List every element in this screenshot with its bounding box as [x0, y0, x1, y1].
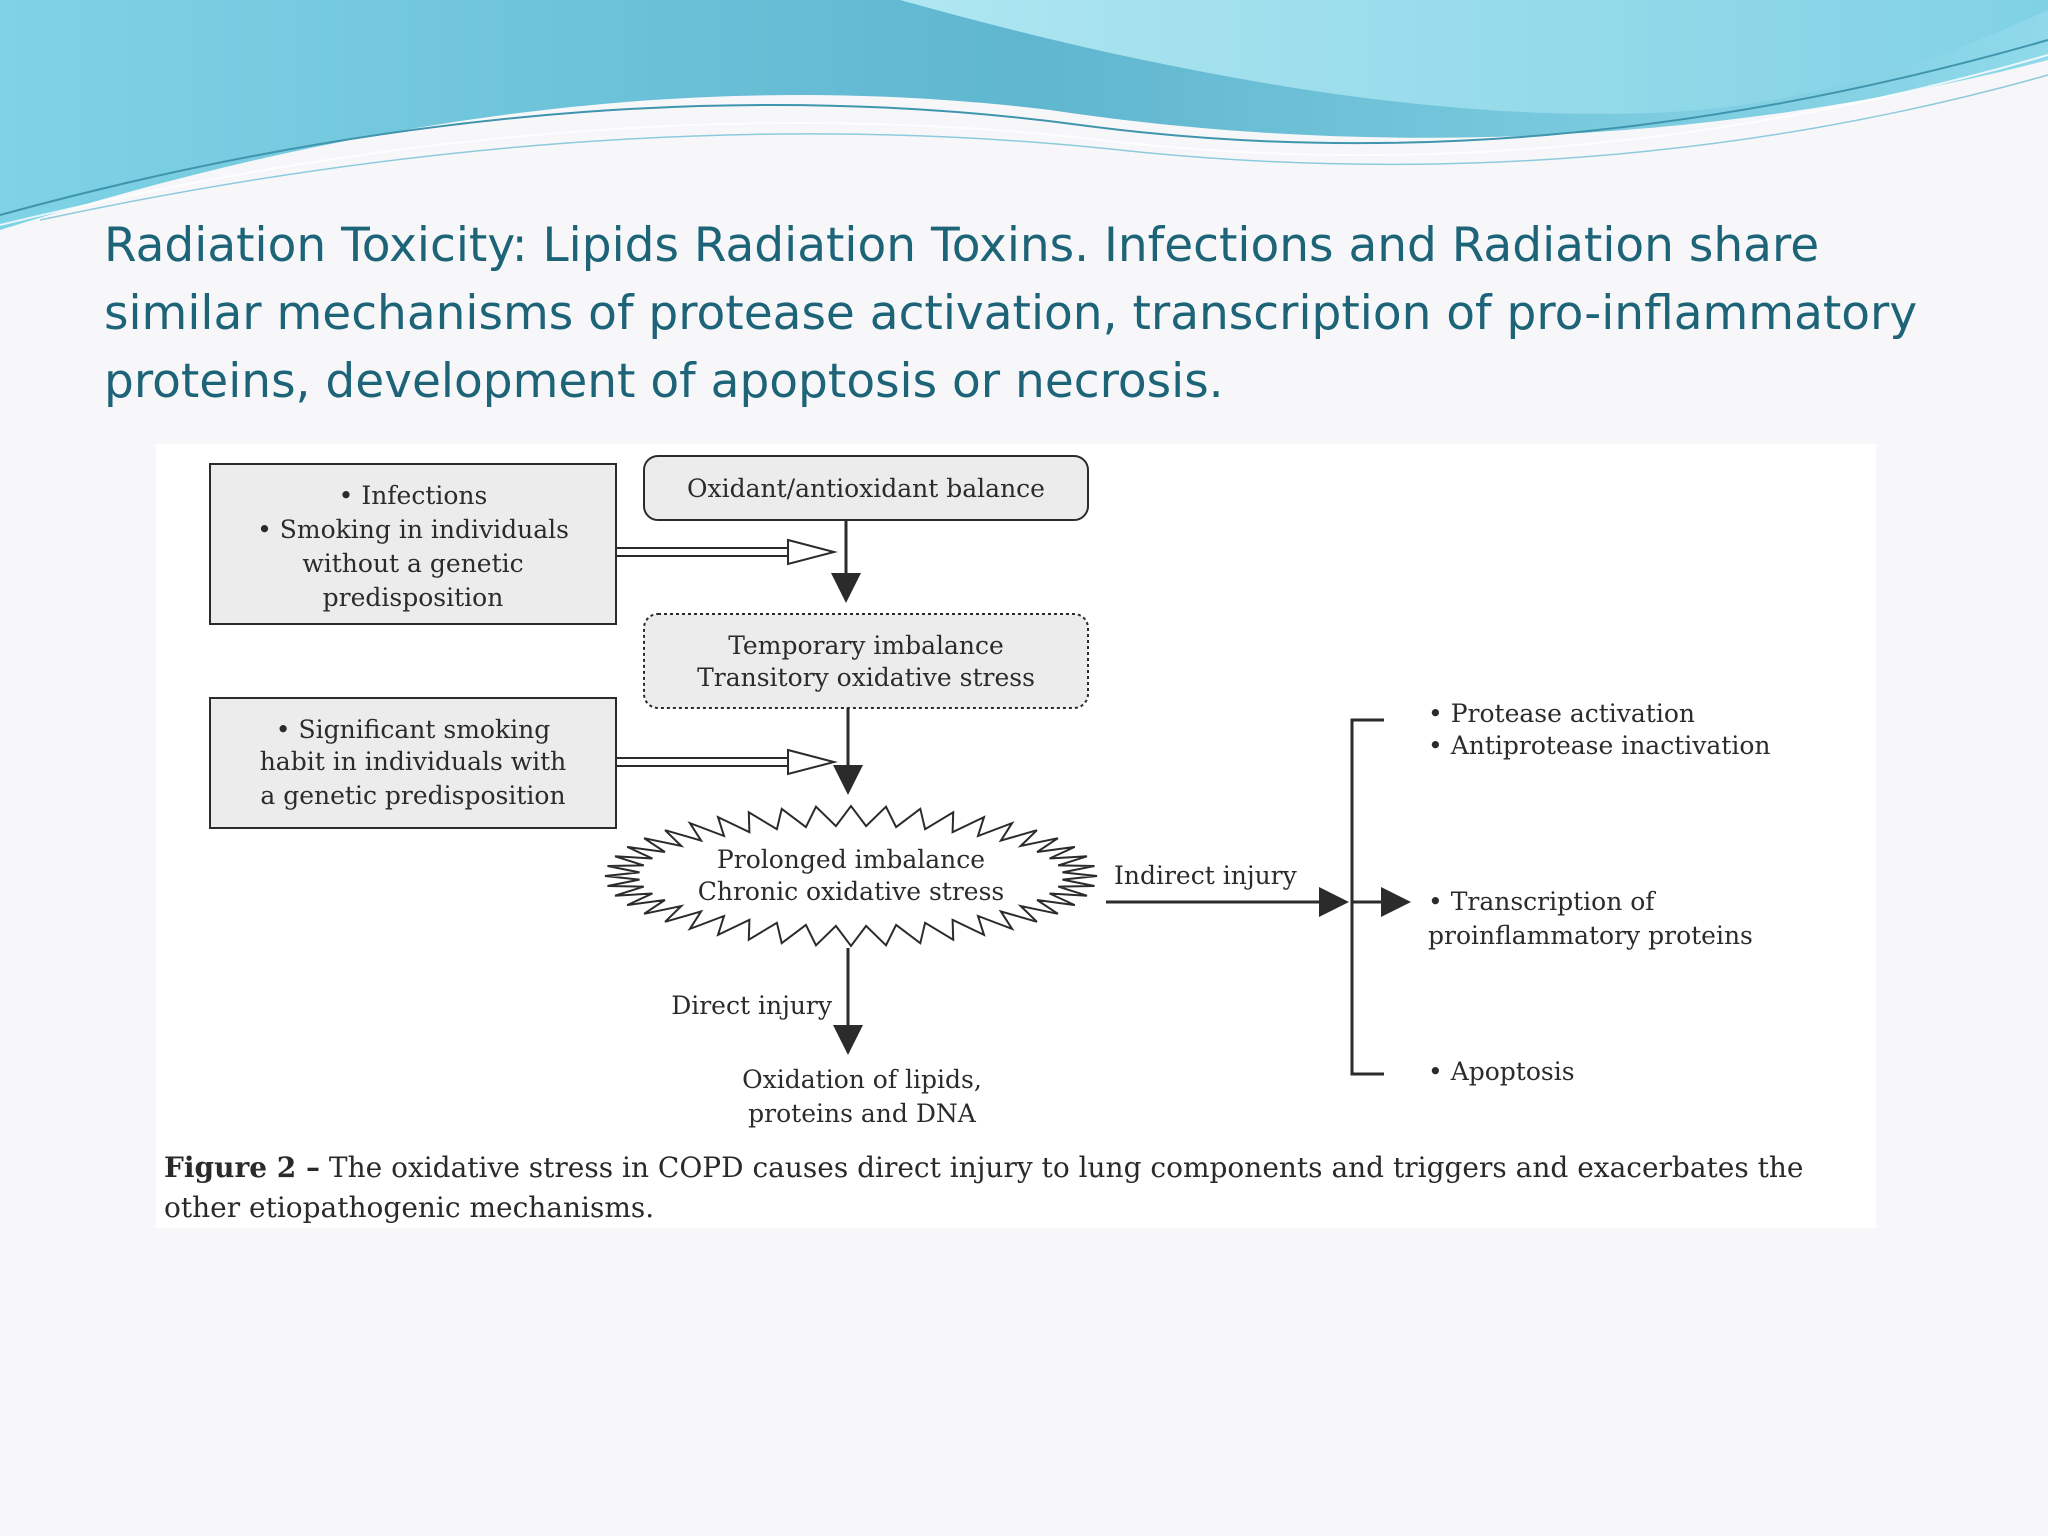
outcome-protease-activation: • Protease activation — [1428, 699, 1695, 728]
direct-injury-label: Direct injury — [671, 991, 833, 1020]
burst-line-2: Chronic oxidative stress — [698, 877, 1005, 906]
figure-caption: Figure 2 – The oxidative stress in COPD … — [164, 1148, 1869, 1228]
outcome-transcription-2: proinflammatory proteins — [1428, 921, 1753, 950]
caption-text: The oxidative stress in COPD causes dire… — [164, 1151, 1804, 1224]
infections-line-3: without a genetic — [302, 549, 523, 578]
chronic-stress-burst: Prolonged imbalance Chronic oxidative st… — [604, 804, 1098, 948]
smoking-arrow — [616, 748, 838, 776]
oxidation-line-2: proteins and DNA — [748, 1099, 977, 1128]
balance-box: Oxidant/antioxidant balance — [643, 455, 1089, 521]
outcome-antiprotease-inactivation: • Antiprotease inactivation — [1428, 731, 1770, 760]
copd-oxidative-stress-diagram: • Infections • Smoking in individuals wi… — [209, 455, 1770, 1128]
smoking-box: • Significant smoking habit in individua… — [209, 697, 617, 829]
burst-outline — [604, 804, 1098, 948]
infections-arrow — [616, 538, 838, 566]
outcome-transcription-1: • Transcription of — [1428, 887, 1656, 916]
indirect-injury-label: Indirect injury — [1114, 861, 1298, 890]
infections-line-2: • Smoking in individuals — [257, 515, 569, 544]
temporary-imbalance-box: Temporary imbalance Transitory oxidative… — [643, 613, 1089, 709]
outcome-apoptosis: • Apoptosis — [1428, 1057, 1575, 1086]
infections-line-4: predisposition — [323, 583, 504, 612]
balance-label: Oxidant/antioxidant balance — [687, 474, 1045, 503]
smoking-line-3: a genetic predisposition — [260, 781, 565, 810]
smoking-line-1: • Significant smoking — [276, 715, 550, 744]
smoking-line-2: habit in individuals with — [260, 747, 567, 776]
outcome-bracket — [1350, 718, 1411, 1076]
indirect-injury-arrow: Indirect injury — [1106, 861, 1349, 917]
burst-line-1: Prolonged imbalance — [717, 845, 985, 874]
caption-label: Figure 2 – — [164, 1151, 320, 1184]
infections-line-1: • Infections — [339, 481, 488, 510]
temporary-line-1: Temporary imbalance — [728, 631, 1004, 660]
direct-injury-arrow: Direct injury — [671, 948, 863, 1055]
oxidation-line-1: Oxidation of lipids, — [742, 1065, 982, 1094]
figure-panel: • Infections • Smoking in individuals wi… — [156, 444, 1876, 1228]
slide-title: Radiation Toxicity: Lipids Radiation Tox… — [104, 218, 1918, 409]
temporary-line-2: Transitory oxidative stress — [697, 663, 1035, 692]
infections-box: • Infections • Smoking in individuals wi… — [209, 463, 617, 625]
